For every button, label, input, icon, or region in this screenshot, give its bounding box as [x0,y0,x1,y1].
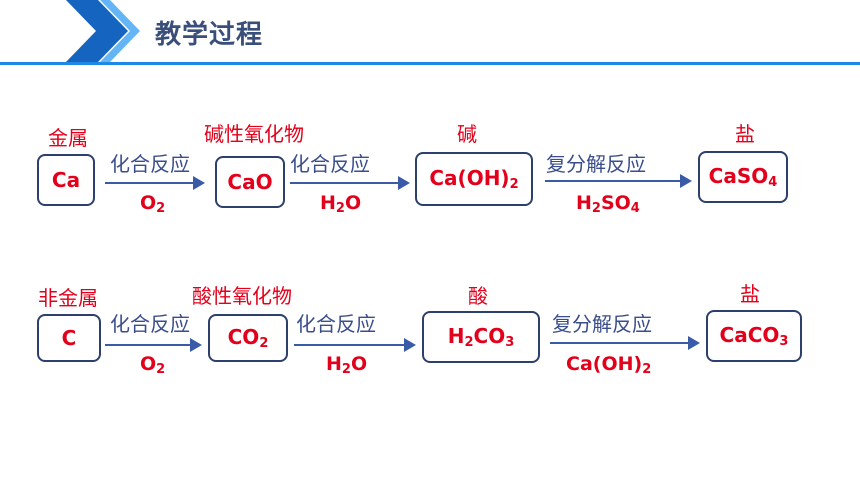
header-bar: 教学过程 [0,0,860,66]
formula-co2: CO2 [227,325,269,351]
formula-box-caco3: CaCO3 [706,310,802,362]
formula-box-co2: CO2 [208,314,288,362]
reaction-label-1: 化合反应 [110,152,190,176]
reaction-label-5: 化合反应 [296,312,376,336]
formula-h2co3: H2CO3 [447,324,515,350]
formula-c: C [61,326,77,350]
formula-box-ca: Ca [37,154,95,206]
reaction-label-4: 化合反应 [110,312,190,336]
formula-caso4: CaSO4 [708,164,778,190]
category-base: 碱 [457,122,477,146]
category-acid: 酸 [468,284,488,308]
category-acidic-oxide: 酸性氧化物 [192,284,292,308]
reaction-label-6: 复分解反应 [552,312,652,336]
category-metal: 金属 [48,126,88,150]
condition-h2o: H2O [320,192,362,216]
formula-ca: Ca [51,168,81,192]
reaction-label-3: 复分解反应 [546,152,646,176]
arrow-2 [290,176,410,190]
condition-h2o-2: H2O [326,353,368,377]
formula-cao: CaO [227,170,273,194]
arrow-1 [105,176,205,190]
chevron-right-icon [66,0,128,62]
reaction-label-2: 化合反应 [290,152,370,176]
header-divider [0,62,860,65]
formula-box-c: C [37,314,101,362]
category-salt-1: 盐 [735,122,755,146]
chevron-accent-icon [100,0,140,62]
category-salt-2: 盐 [740,282,760,306]
formula-box-cao: CaO [215,156,285,208]
formula-box-caso4: CaSO4 [698,151,788,203]
condition-h2so4: H2SO4 [576,192,640,216]
condition-o2-2: O2 [140,353,166,377]
arrow-4 [105,338,202,352]
category-basic-oxide: 碱性氧化物 [204,122,304,146]
condition-caoh2: Ca(OH)2 [566,353,652,377]
arrow-6 [550,336,700,350]
condition-o2: O2 [140,192,166,216]
category-nonmetal: 非金属 [38,286,98,310]
formula-caco3: CaCO3 [719,323,789,349]
arrow-5 [294,338,416,352]
formula-box-caoh2: Ca(OH)2 [415,152,533,206]
page-title: 教学过程 [155,20,264,50]
arrow-3 [545,174,692,188]
formula-caoh2: Ca(OH)2 [429,166,519,192]
formula-box-h2co3: H2CO3 [422,311,540,363]
